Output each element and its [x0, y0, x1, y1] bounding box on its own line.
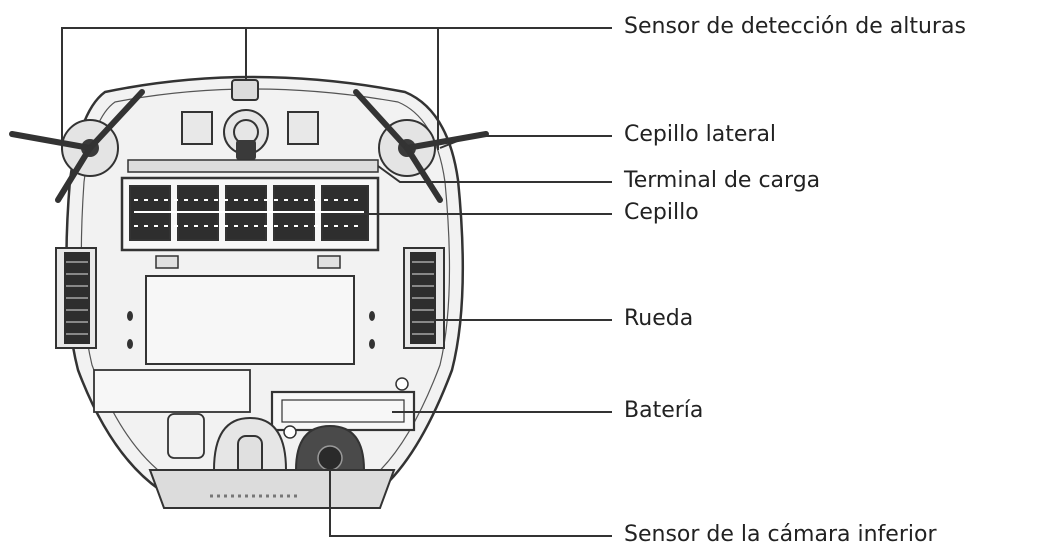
height-sensor-top: [231, 79, 259, 101]
wheel-left: [55, 247, 97, 349]
label-height-sensor: Sensor de detección de alturas: [624, 14, 966, 39]
label-bottom-camera-sensor: Sensor de la cámara inferior: [624, 522, 937, 547]
rear-caster: [212, 416, 288, 477]
lower-left-panel: [93, 369, 251, 413]
sensor-box-right: [287, 111, 319, 145]
charge-terminal: [127, 159, 379, 173]
label-brush: Cepillo: [624, 200, 699, 225]
wheel-right: [403, 247, 445, 349]
side-brush-left: [9, 89, 145, 203]
bottom-bumper: [148, 469, 396, 509]
center-plate: [145, 275, 355, 365]
label-charge-terminal: Terminal de carga: [624, 168, 821, 193]
label-battery: Batería: [624, 398, 704, 423]
sensor-box-left: [181, 111, 213, 145]
label-wheel: Rueda: [624, 306, 694, 331]
label-side-brush: Cepillo lateral: [624, 122, 777, 147]
leader-lines: [61, 27, 612, 537]
